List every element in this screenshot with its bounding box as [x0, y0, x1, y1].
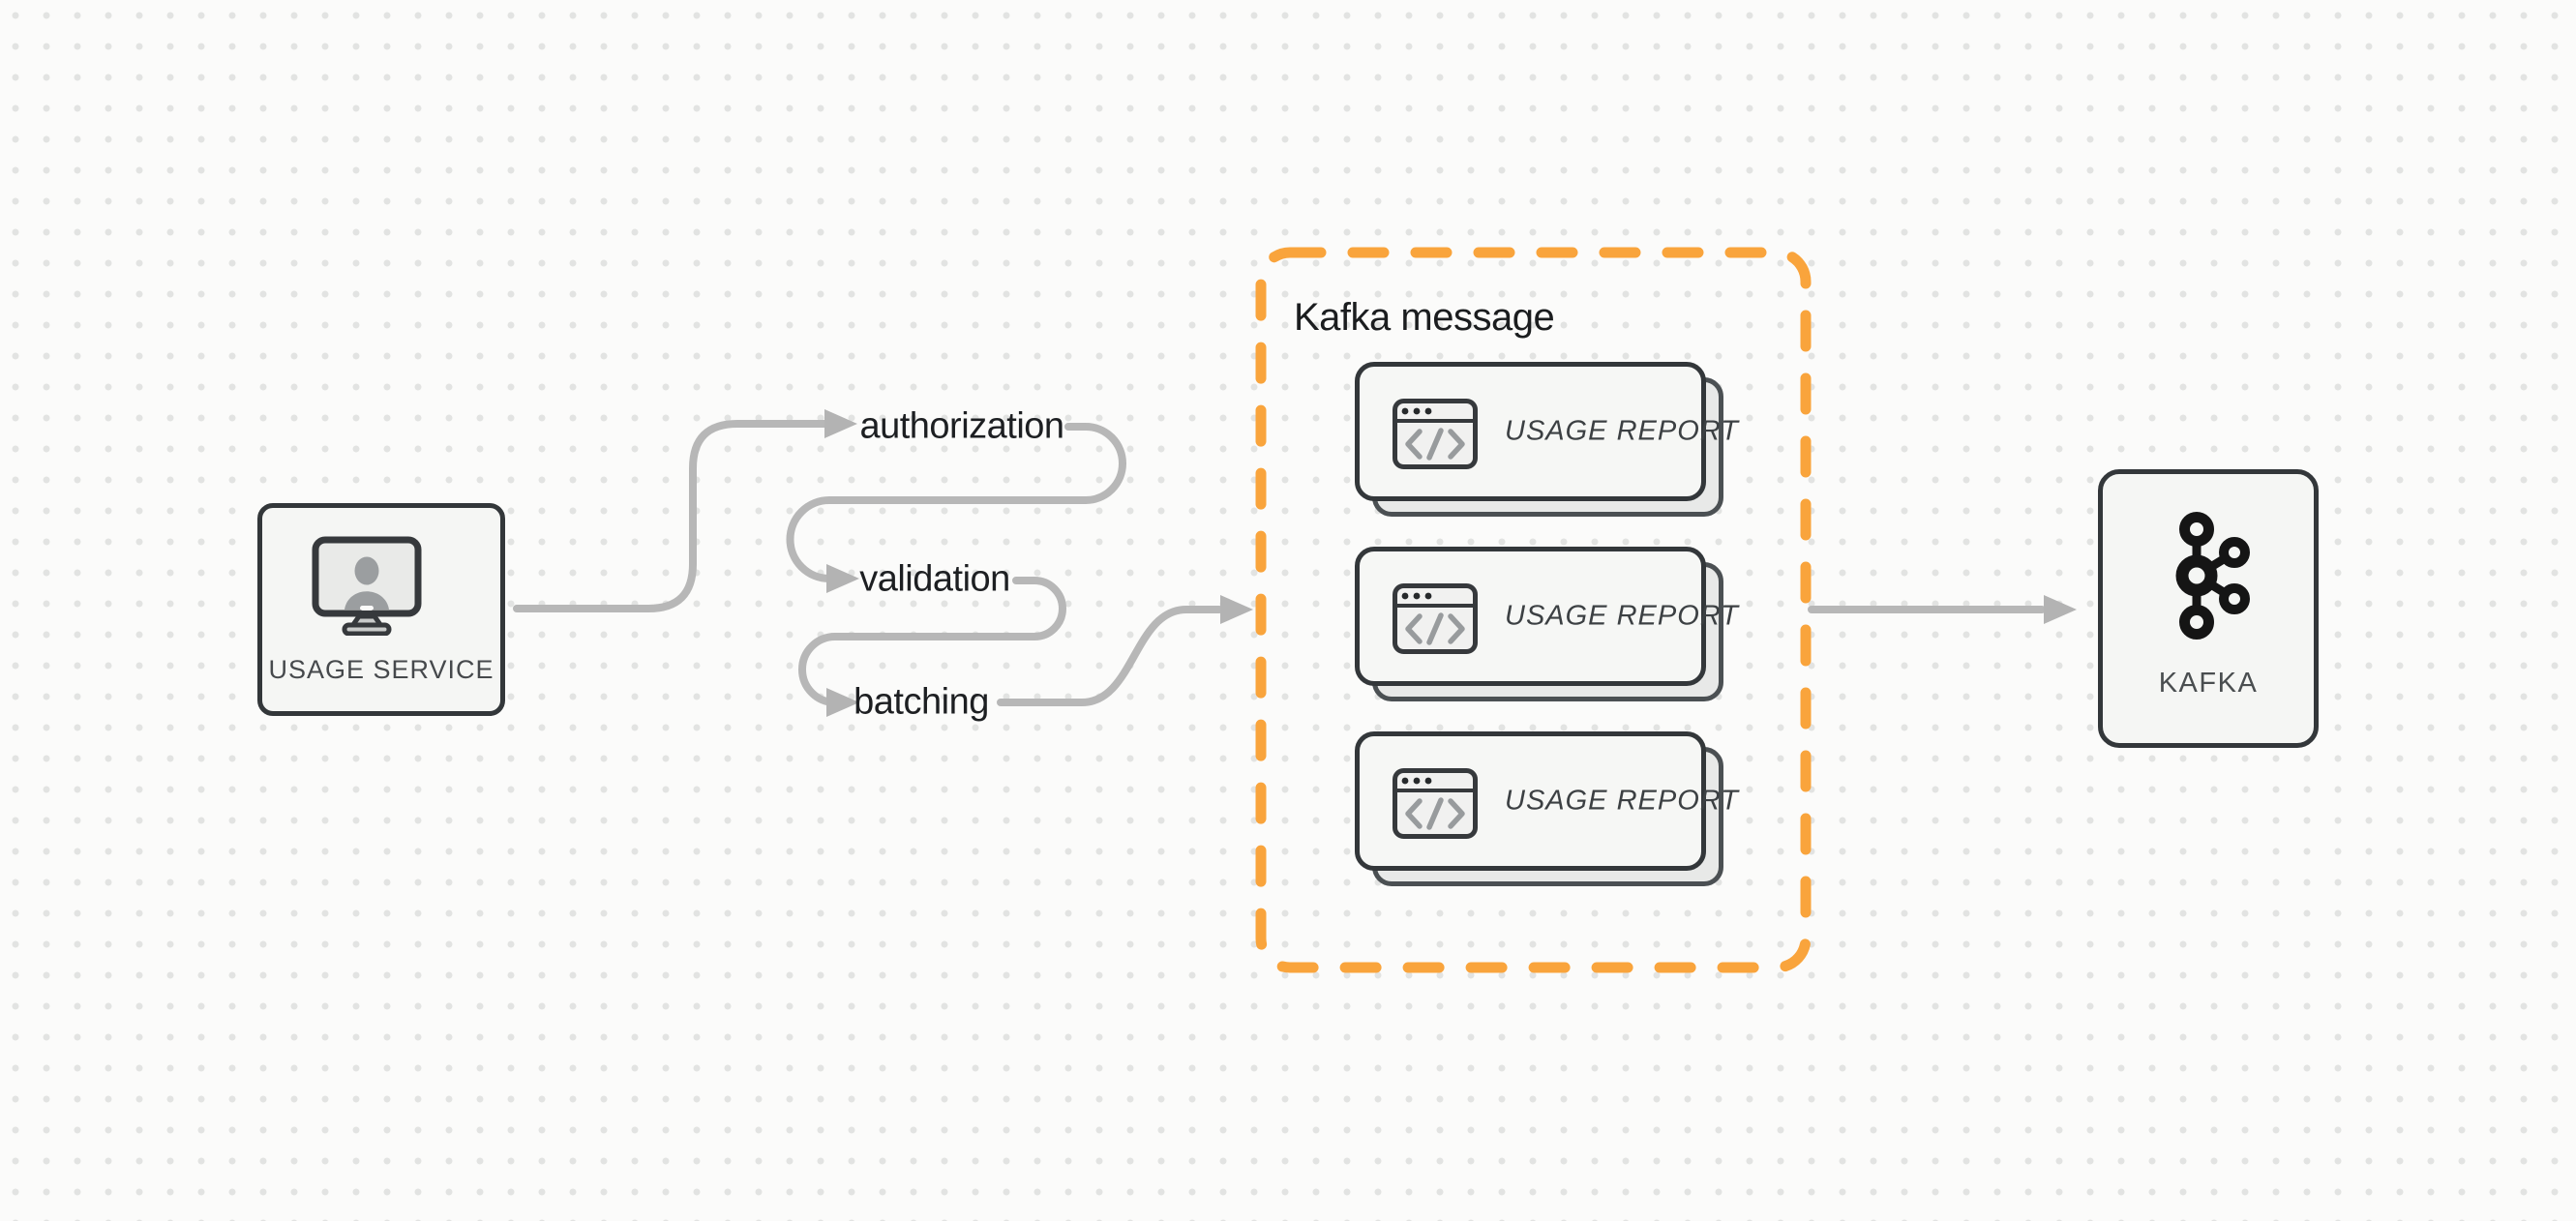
kafka-message-group-border[interactable] — [1255, 247, 1812, 973]
kafka-message-group-title: Kafka message — [1294, 296, 1555, 339]
usage-service-label: USAGE SERVICE — [268, 655, 494, 684]
code-window-icon — [1393, 399, 1478, 469]
step-label-batching[interactable]: batching — [854, 681, 989, 723]
usage-report-label: USAGE REPORT — [1505, 415, 1739, 447]
card-front[interactable]: USAGE REPORT — [1355, 731, 1738, 871]
code-window-icon — [1393, 583, 1478, 654]
node-usage-service[interactable]: USAGE SERVICE — [257, 503, 505, 716]
card-front[interactable]: USAGE REPORT — [1355, 547, 1738, 686]
arrowhead-authorization — [824, 409, 857, 438]
arrowhead-into-kafka — [2044, 595, 2077, 624]
usage-report-card[interactable]: USAGE REPORT — [1355, 362, 1738, 519]
usage-report-label: USAGE REPORT — [1505, 600, 1739, 632]
code-window-icon — [1393, 768, 1478, 839]
arrowhead-validation — [826, 564, 859, 593]
arrowhead-batching — [826, 688, 859, 717]
kafka-logo-icon — [2175, 512, 2250, 640]
arrowhead-into-group — [1220, 595, 1253, 624]
connector-authorization-to-validation[interactable] — [786, 423, 1126, 582]
step-label-authorization[interactable]: authorization — [859, 405, 1064, 447]
connector-batching-to-group[interactable] — [997, 606, 1223, 706]
step-label-validation[interactable]: validation — [859, 558, 1010, 600]
usage-report-card[interactable]: USAGE REPORT — [1355, 547, 1738, 703]
usage-report-card[interactable]: USAGE REPORT — [1355, 731, 1738, 888]
node-kafka[interactable]: KAFKA — [2098, 469, 2319, 748]
connector-usage-to-authorization[interactable] — [513, 420, 828, 612]
kafka-label: KAFKA — [2158, 668, 2259, 699]
user-monitor-icon — [312, 536, 422, 636]
card-front[interactable]: USAGE REPORT — [1355, 362, 1738, 501]
usage-report-label: USAGE REPORT — [1505, 785, 1739, 817]
connector-validation-to-batching[interactable] — [798, 577, 1066, 706]
